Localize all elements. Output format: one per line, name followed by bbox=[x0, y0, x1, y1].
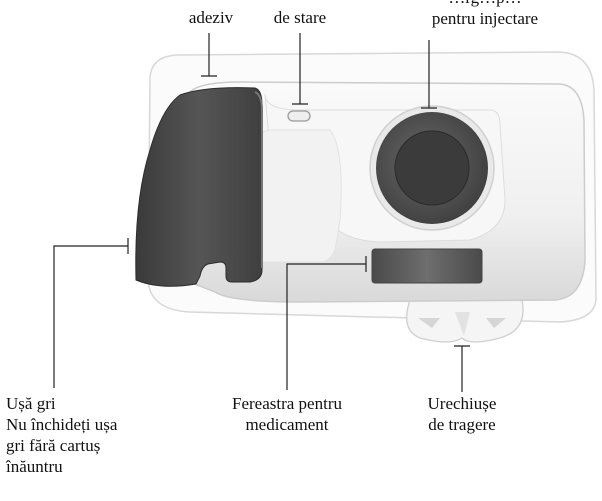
body-ledge bbox=[259, 129, 342, 263]
label-adhesive: adeziv bbox=[188, 8, 234, 27]
label-status: de stare bbox=[273, 8, 327, 27]
medicine-window bbox=[371, 248, 483, 284]
leader-window bbox=[286, 256, 367, 390]
label-tab: Urechiușe de tragere bbox=[427, 394, 497, 434]
grey-door bbox=[135, 87, 263, 287]
pull-tab-notch-center bbox=[455, 312, 470, 336]
leader-adhesive bbox=[201, 33, 217, 77]
leader-tab bbox=[454, 345, 470, 392]
leader-door bbox=[53, 238, 129, 388]
leader-injection bbox=[421, 40, 437, 109]
label-door: Ușă gri Nu închideți ușa gri fără cartuș… bbox=[6, 394, 118, 476]
injection-button-inner bbox=[394, 130, 470, 206]
pull-tab-notch-left bbox=[418, 318, 440, 328]
pull-tab-notch-right bbox=[486, 318, 506, 328]
leader-status bbox=[292, 33, 308, 105]
status-light bbox=[287, 110, 311, 122]
label-injection: …rg…p… pentru injectare bbox=[431, 0, 539, 28]
label-window: Fereastra pentru medicament bbox=[232, 394, 342, 434]
door-shadow bbox=[254, 91, 263, 268]
